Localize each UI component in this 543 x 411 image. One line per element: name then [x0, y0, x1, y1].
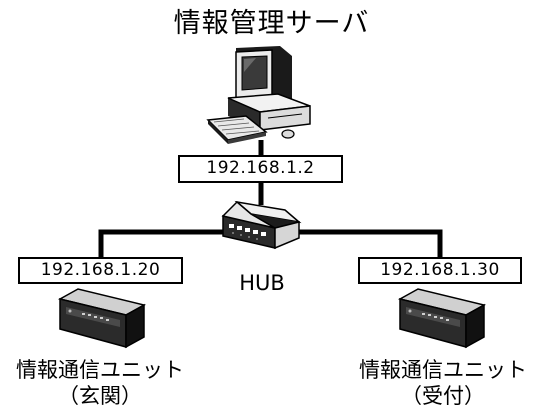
unit-reception-ip-box: 192.168.1.30	[358, 257, 522, 284]
hub-unit-right-link	[296, 229, 443, 257]
server-title: 情報管理サーバ	[173, 8, 370, 39]
hub-label: HUB	[239, 271, 285, 295]
network-hub-icon	[221, 200, 302, 250]
desktop-computer-icon	[206, 46, 311, 144]
server-ip-box: 192.168.1.2	[178, 155, 343, 183]
unit-reception-name: 情報通信ユニット	[359, 358, 527, 382]
unit-reception-location: （受付）	[401, 384, 485, 408]
unit-entrance-ip-box: 192.168.1.20	[18, 257, 183, 284]
hub-unit-left-link	[98, 229, 228, 257]
communication-unit-icon	[397, 288, 487, 349]
communication-unit-icon	[57, 288, 147, 349]
unit-entrance-location: （玄関）	[58, 384, 142, 408]
unit-entrance-name: 情報通信ユニット	[16, 358, 184, 382]
